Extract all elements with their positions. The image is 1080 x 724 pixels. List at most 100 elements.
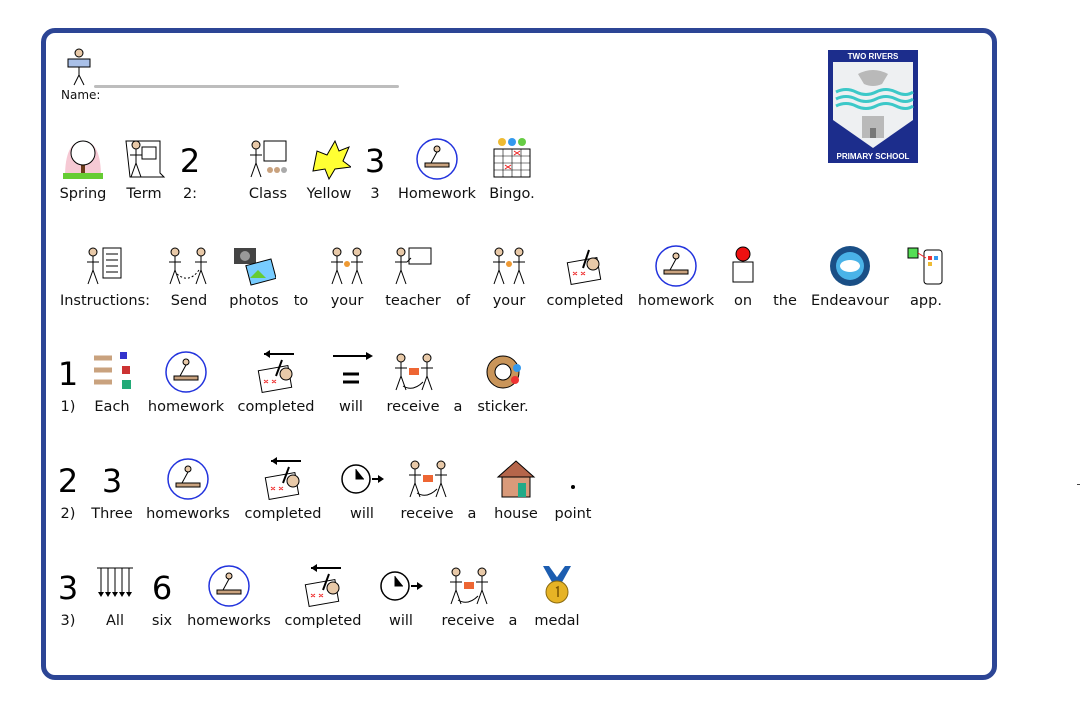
word-cell: your <box>297 244 397 310</box>
word-label: six <box>151 613 173 629</box>
numeral-symbol: 3 <box>364 142 386 180</box>
word-label: completed <box>244 506 322 522</box>
homework-icon <box>165 351 207 393</box>
yellow-splash-icon-box <box>279 137 379 181</box>
on-icon <box>732 246 754 283</box>
word-cell: homeworks <box>179 564 279 630</box>
teacher-icon-box <box>363 244 463 288</box>
completed-writing-icon <box>566 249 602 286</box>
word-label: 2: <box>182 186 198 202</box>
word-cell: teacher <box>363 244 463 310</box>
word-label: house <box>494 506 538 522</box>
word-label: homework <box>147 399 225 415</box>
word-label: point <box>554 506 592 522</box>
sticker-roll-icon-box <box>453 350 553 394</box>
word-cell: house <box>466 457 566 523</box>
school-logo: TWO RIVERS PRIMARY SCHOOL <box>828 50 918 163</box>
homework-icon-box <box>138 457 238 501</box>
spring-tree-icon-box <box>33 137 133 181</box>
your-people-icon <box>331 247 363 285</box>
numeral-symbol-box: 3 <box>325 137 425 181</box>
school-crest-icon <box>833 62 914 148</box>
sticker-roll-icon <box>486 355 521 389</box>
word-label: receive <box>441 613 495 629</box>
word-label: completed <box>284 613 362 629</box>
homework-icon <box>416 138 458 180</box>
word-label: homework <box>637 293 715 309</box>
receive-icon <box>450 567 488 605</box>
point-dot-icon-box <box>523 457 623 501</box>
completed-arrow-icon-box <box>226 350 326 394</box>
camera-photos-icon-box <box>204 244 304 288</box>
homework-icon <box>208 565 250 607</box>
phone-app-icon <box>907 247 943 285</box>
receive-icon-box <box>418 564 518 608</box>
word-cell: completed <box>273 564 373 630</box>
person-holding-sign-icon <box>67 48 91 86</box>
word-cell: of <box>413 244 513 310</box>
homework-icon-box <box>179 564 279 608</box>
word-label: a <box>508 613 518 629</box>
your-people-icon <box>493 247 525 285</box>
receive-icon-box <box>363 350 463 394</box>
numeral-symbol-box: 2 <box>18 457 118 501</box>
word-cell: a <box>463 564 563 630</box>
each-pointing-icon <box>94 352 131 389</box>
word-label: your <box>492 293 526 309</box>
receive-icon <box>409 460 447 498</box>
numeral-symbol: 2 <box>179 142 201 180</box>
word-cell: completed <box>233 457 333 523</box>
word-label: All <box>106 613 124 629</box>
word-cell: Instructions: <box>55 244 155 310</box>
word-label: the <box>773 293 797 309</box>
name-input-line[interactable] <box>94 85 399 88</box>
house-icon-box <box>466 457 566 501</box>
word-cell: Class <box>218 137 318 203</box>
word-cell: Yellow <box>279 137 379 203</box>
bingo-card-icon-box <box>462 137 562 181</box>
word-label: will <box>389 613 413 629</box>
each-pointing-icon-box <box>62 350 162 394</box>
word-label: homeworks <box>187 613 271 629</box>
receive-icon <box>395 353 433 391</box>
word-cell: Endeavour <box>800 244 900 310</box>
completed-writing-icon-box <box>535 244 635 288</box>
clock-arrow-icon-box <box>351 564 451 608</box>
numeral-symbol: 3 <box>101 462 123 500</box>
word-cell: receive <box>377 457 477 523</box>
endeavour-app-icon-box <box>800 244 900 288</box>
term-poster-icon-box <box>94 137 194 181</box>
clock-arrow-icon <box>380 571 423 601</box>
logo-top-text: TWO RIVERS <box>847 52 899 61</box>
word-label: of <box>456 293 470 309</box>
logo-bottom-text: PRIMARY SCHOOL <box>836 152 910 161</box>
word-label: a <box>467 506 477 522</box>
word-label: Term <box>126 186 162 202</box>
medal-icon-box <box>507 564 607 608</box>
word-cell: receive <box>363 350 463 416</box>
term-poster-icon <box>125 140 166 178</box>
word-cell: Bingo. <box>462 137 562 203</box>
homework-icon-box <box>387 137 487 181</box>
completed-arrow-icon-box <box>233 457 333 501</box>
numeral-symbol-box: 2 <box>140 137 240 181</box>
instructions-icon <box>87 247 122 285</box>
numeral-symbol: 3 <box>57 569 79 607</box>
word-cell: app. <box>876 244 976 310</box>
word-label: app. <box>910 293 942 309</box>
word-label: 3) <box>60 613 76 629</box>
word-label: Send <box>170 293 208 309</box>
instructions-icon-box <box>55 244 155 288</box>
word-label: 3 <box>370 186 380 202</box>
word-label: receive <box>400 506 454 522</box>
word-cell: Send <box>139 244 239 310</box>
word-cell: All <box>65 564 165 630</box>
word-label: completed <box>237 399 315 415</box>
word-label: sticker. <box>477 399 529 415</box>
word-cell: homework <box>626 244 726 310</box>
